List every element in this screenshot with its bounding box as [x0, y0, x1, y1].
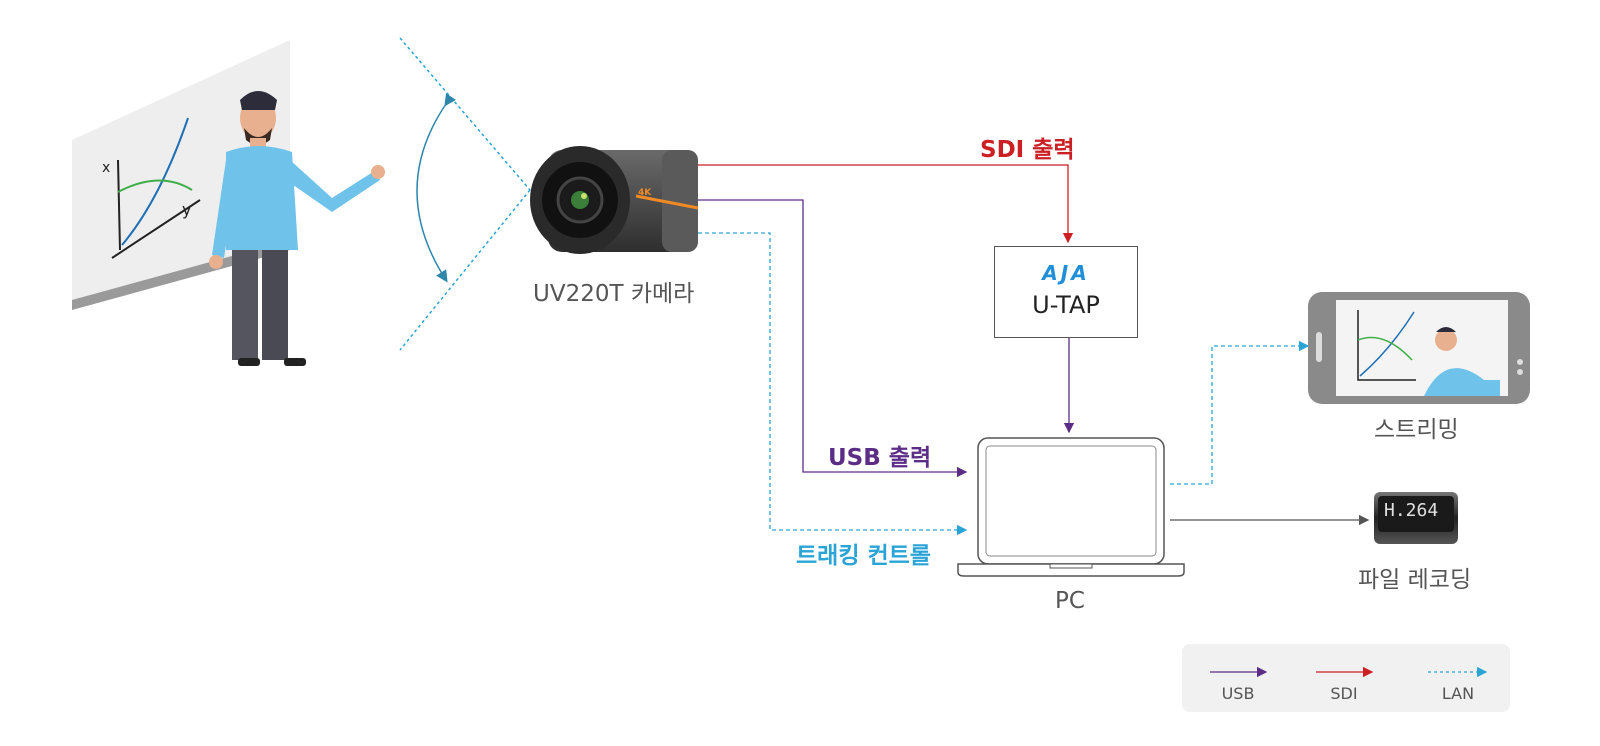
camera-icon	[530, 146, 699, 254]
utap-label: U-TAP	[1032, 291, 1100, 319]
svg-text:y: y	[182, 200, 191, 219]
h264-text: H.264	[1384, 500, 1439, 521]
legend: USB SDI LAN	[1182, 644, 1510, 712]
sdi-output-label: SDI 출력	[980, 137, 1075, 163]
recording-label: 파일 레코딩	[1358, 567, 1472, 593]
legend-lines	[1210, 666, 1488, 678]
svg-text:x: x	[102, 160, 110, 176]
sdi-connection	[698, 164, 1074, 244]
usb-connection	[698, 199, 968, 478]
smartphone-streaming-icon	[1308, 292, 1530, 404]
legend-usb: USB	[1221, 684, 1255, 703]
camera-badge: 4K	[638, 188, 652, 198]
usb-output-label: USB 출력	[828, 445, 932, 471]
pc-label: PC	[1055, 588, 1085, 614]
aja-logo: AJA	[1042, 261, 1090, 285]
legend-lan: LAN	[1441, 684, 1475, 703]
camera-label: UV220T 카메라	[533, 281, 695, 307]
pc-to-streaming-connection	[1170, 340, 1310, 485]
camera-field-of-view	[399, 37, 531, 351]
streaming-label: 스트리밍	[1374, 417, 1459, 443]
pc-laptop-icon	[957, 437, 1185, 577]
lan-connection	[698, 232, 968, 536]
utap-box: AJA U-TAP	[994, 246, 1138, 338]
h264-recording-icon	[1374, 492, 1458, 544]
presenter-illustration: x y	[72, 40, 385, 366]
whiteboard-axes	[111, 159, 201, 259]
tracking-control-label: 트래킹 컨트롤	[796, 543, 931, 569]
legend-sdi: SDI	[1330, 684, 1358, 703]
